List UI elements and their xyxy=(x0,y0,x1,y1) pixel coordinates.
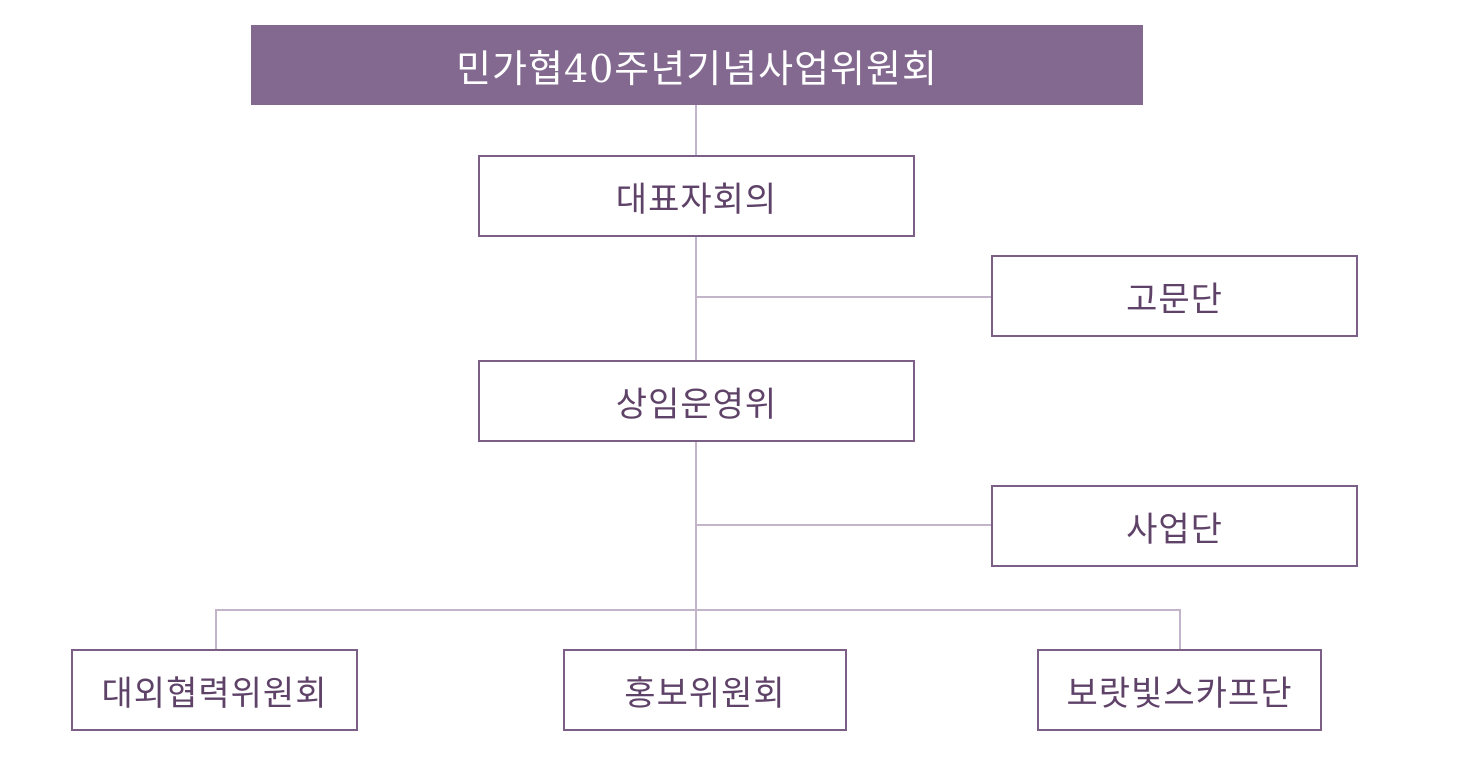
representatives-meeting-label: 대표자회의 xyxy=(615,179,778,220)
committee-label: 보랏빛스카프단 xyxy=(1066,673,1293,714)
root-node-label: 민가협40주년기념사업위원회 xyxy=(456,46,938,91)
connector-committees-bar xyxy=(215,609,1181,611)
root-node: 민가협40주년기념사업위원회 xyxy=(251,25,1143,105)
standing-committee-label: 상임운영위 xyxy=(615,384,778,425)
representatives-meeting-node: 대표자회의 xyxy=(478,155,915,237)
committee-label: 홍보위원회 xyxy=(624,673,786,714)
project-group-label: 사업단 xyxy=(1126,509,1223,550)
committee-label: 대외협력위원회 xyxy=(101,673,328,714)
committee-publicity-node: 홍보위원회 xyxy=(563,649,847,731)
committee-external-cooperation-node: 대외협력위원회 xyxy=(71,649,358,731)
project-group-node: 사업단 xyxy=(991,485,1358,567)
committee-purple-scarf-node: 보랏빛스카프단 xyxy=(1037,649,1322,731)
standing-committee-node: 상임운영위 xyxy=(478,360,915,442)
advisory-group-label: 고문단 xyxy=(1126,279,1223,320)
connector-advisory-branch xyxy=(697,296,992,298)
connector-committee-left xyxy=(215,609,217,650)
advisory-group-node: 고문단 xyxy=(991,255,1358,337)
connector-committee-right xyxy=(1179,609,1181,650)
connector-project-branch xyxy=(697,524,992,526)
